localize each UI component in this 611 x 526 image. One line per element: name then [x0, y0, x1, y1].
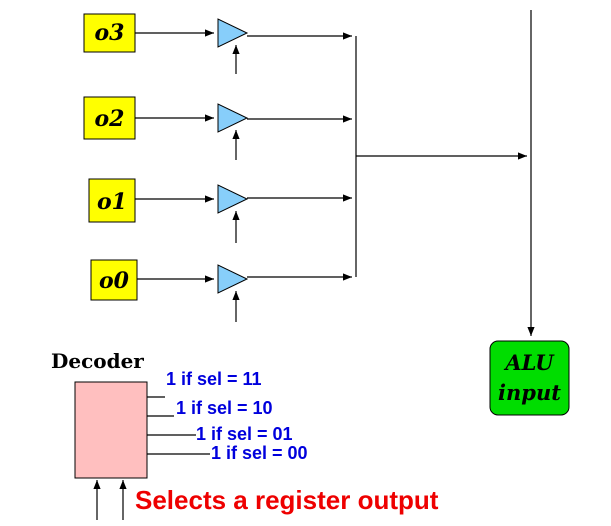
register-o2-box [83, 96, 136, 140]
register-row-o3: o3 [83, 13, 352, 74]
register-row-o1: o1 [88, 178, 352, 243]
decoder-output-label-00: 1 if sel = 00 [211, 443, 308, 463]
register-o2-label: o2 [95, 106, 125, 132]
decoder-title: Decoder [51, 349, 144, 373]
decoder-output-label-01: 1 if sel = 01 [196, 424, 293, 444]
alu-label-line2: input [498, 380, 561, 405]
decoder-output-label-11: 1 if sel = 11 [166, 369, 262, 389]
alu-label-line1: ALU [503, 350, 555, 375]
decoder-output-label-10: 1 if sel = 10 [176, 398, 273, 418]
register-o3-box [83, 13, 136, 53]
register-o3-label: o3 [95, 20, 125, 46]
decoder-box [74, 381, 148, 479]
alu-input-box [489, 340, 570, 416]
tristate-buffer-o3 [217, 18, 249, 48]
register-row-o2: o2 [83, 96, 352, 160]
register-o0-label: o0 [99, 268, 130, 294]
decoder-block: Decoder 1 if sel = 11 1 if sel = 10 1 if… [51, 349, 308, 520]
register-row-o0: o0 [90, 259, 352, 322]
tristate-buffer-o2 [217, 103, 249, 133]
caption-text: Selects a register output [135, 485, 439, 515]
alu-input-block: ALU input [489, 340, 570, 416]
register-o0-box [90, 259, 138, 301]
tristate-buffer-o0 [217, 264, 249, 294]
register-o1-label: o1 [97, 189, 127, 215]
tristate-buffer-o1 [217, 184, 249, 214]
register-o1-box [88, 178, 136, 223]
